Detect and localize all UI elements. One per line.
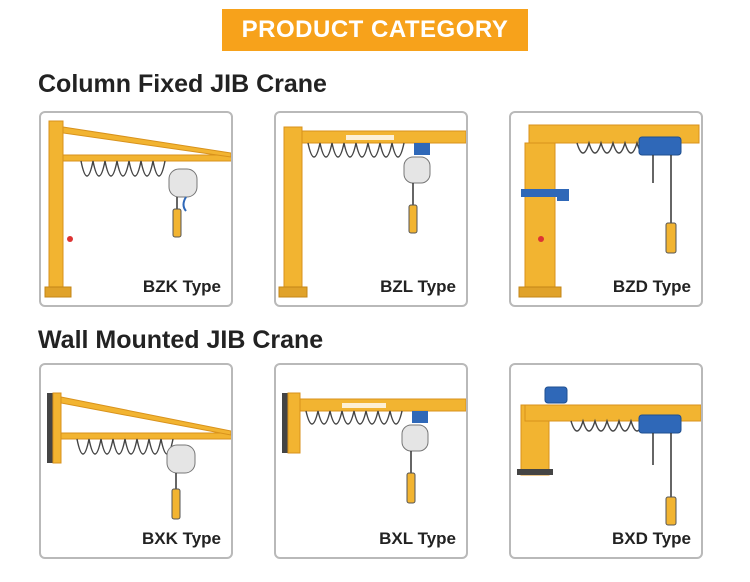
section-title-column-fixed: Column Fixed JIB Crane [38, 70, 327, 98]
jib-crane-bxl-icon [282, 392, 466, 504]
type-label-bxd: BXD Type [611, 529, 691, 548]
product-card-bxk[interactable]: BXK Type [39, 363, 233, 559]
jib-crane-bzd-icon [518, 124, 700, 298]
type-label-bzl: BZL Type [380, 277, 456, 296]
type-label-bxk: BXK Type [141, 529, 221, 548]
jib-crane-bzk-icon [44, 120, 231, 298]
product-card-bzd[interactable]: BZD Type [509, 111, 703, 307]
product-category-banner: PRODUCT CATEGORY [222, 9, 528, 51]
type-label-bxl: BXL Type [379, 529, 456, 548]
jib-crane-bxk-icon [47, 392, 231, 520]
jib-crane-bzl-icon [278, 126, 466, 298]
product-card-bxl[interactable]: BXL Type [274, 363, 468, 559]
type-label-bzk: BZK Type [142, 277, 221, 296]
section-title-wall-mounted: Wall Mounted JIB Crane [38, 326, 324, 354]
jib-crane-bxd-icon [517, 386, 701, 526]
product-card-bzl[interactable]: BZL Type [274, 111, 468, 307]
product-card-bzk[interactable]: BZK Type [39, 111, 233, 307]
product-card-bxd[interactable]: BXD Type [509, 363, 703, 559]
type-label-bzd: BZD Type [612, 277, 691, 296]
